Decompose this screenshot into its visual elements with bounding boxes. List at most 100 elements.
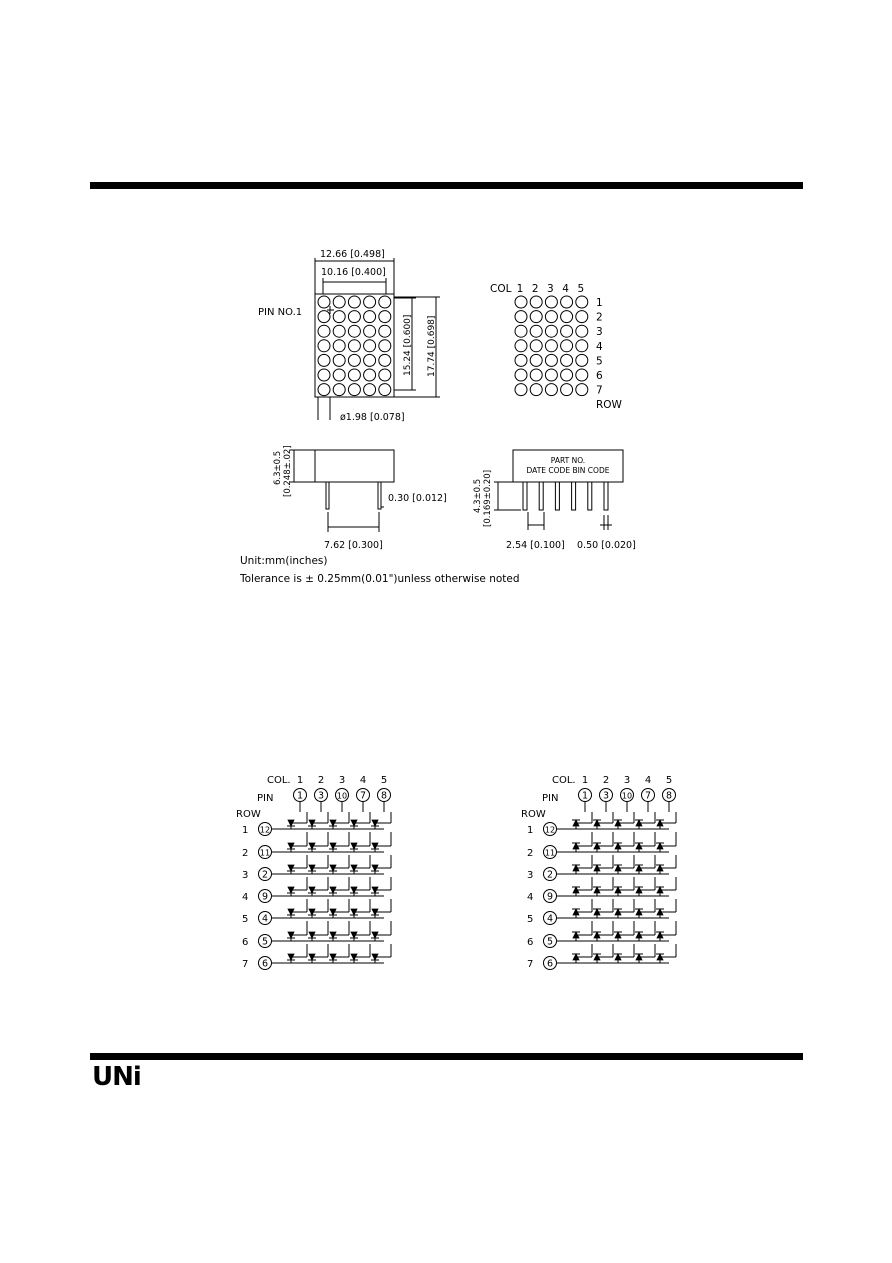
circuit-col-number: 3 [624, 775, 630, 786]
outline-dot-grid [317, 295, 392, 397]
row-pin-circle [543, 822, 557, 836]
row-pin-circle [258, 822, 272, 836]
outline-dot [378, 368, 392, 382]
pin-no1-label: PIN NO.1 [258, 307, 302, 318]
circuit-row-number: 5 [242, 914, 248, 925]
side-view [290, 449, 395, 532]
unit-note: Unit:mm(inches) [240, 555, 328, 567]
outline-dot [317, 353, 331, 367]
outline-dot [317, 339, 331, 353]
row-pin-number: 5 [547, 937, 553, 948]
circuit-col-number: 3 [339, 775, 345, 786]
led-diode [350, 931, 358, 939]
row-pin-number: 9 [547, 892, 553, 903]
front-dim-pitch: 2.54 [0.100] [506, 540, 565, 551]
led-diode [287, 886, 295, 894]
row-pin-circle [543, 867, 557, 881]
circuit-row-number: 5 [527, 914, 533, 925]
led-diode [350, 886, 358, 894]
col-pin-number: 3 [318, 791, 324, 802]
outline-dot [378, 353, 392, 367]
col-pin-number: 1 [582, 791, 588, 802]
circuit-pin-label: PIN [257, 793, 273, 804]
matrix-dot [544, 368, 558, 382]
led-diode [287, 864, 295, 872]
matrix-dot-grid [514, 295, 589, 397]
led-diode [329, 842, 337, 850]
outline-dot [347, 368, 361, 382]
matrix-dot [514, 368, 528, 382]
side-dim-height: 6.3±0.5 [273, 451, 283, 485]
matrix-col-number: 4 [562, 283, 569, 295]
front-pin [538, 481, 544, 511]
col-pin-number: 8 [381, 791, 387, 802]
col-pin-circle [620, 788, 634, 802]
led-diode [329, 886, 337, 894]
row-pin-circle [543, 889, 557, 903]
matrix-dot [575, 295, 589, 309]
circuit-col-label: COL. [552, 775, 576, 786]
col-pin-circle [599, 788, 613, 802]
circuit-col-number: 1 [582, 775, 588, 786]
led-diode [329, 819, 337, 827]
front-dim-height: 4.3±0.5 [473, 479, 483, 513]
led-diode [371, 953, 379, 961]
row-pin-number: 4 [262, 914, 268, 925]
col-pin-number: 7 [360, 791, 366, 802]
matrix-dot [529, 324, 543, 338]
row-pin-number: 12 [545, 826, 555, 835]
col-pin-circle [356, 788, 370, 802]
matrix-dot [544, 324, 558, 338]
matrix-dot [544, 339, 558, 353]
circuit-row-number: 2 [242, 848, 248, 859]
col-pin-circle [578, 788, 592, 802]
dim-height-inner: 15.24 [0.600] [403, 315, 413, 376]
outline-dot [363, 339, 377, 353]
circuit-col-number: 5 [381, 775, 387, 786]
circuit-row-label: ROW [236, 809, 261, 820]
matrix-row-label: ROW [596, 399, 623, 411]
col-pin-number: 1 [297, 791, 303, 802]
outline-dot [332, 324, 346, 338]
front-pin [603, 481, 609, 511]
circuit-col-number: 5 [666, 775, 672, 786]
row-pin-number: 6 [547, 959, 553, 970]
dim-width: 12.66 [0.498] [320, 249, 385, 260]
circuit-row-number: 4 [527, 892, 533, 903]
led-diode [308, 842, 316, 850]
matrix-dot [529, 353, 543, 367]
outline-dot [332, 339, 346, 353]
led-diode [287, 908, 295, 916]
matrix-dot [560, 339, 574, 353]
led-diode [371, 819, 379, 827]
outline-dot [347, 310, 361, 324]
outline-dot [363, 310, 377, 324]
front-pin [587, 481, 593, 511]
matrix-dot [514, 310, 528, 324]
led-diode [371, 842, 379, 850]
circuit-col-label: COL. [267, 775, 291, 786]
outline-dot [347, 383, 361, 397]
matrix-dot [575, 368, 589, 382]
matrix-dot [544, 383, 558, 397]
led-diode [329, 931, 337, 939]
circuit-row-number: 2 [527, 848, 533, 859]
matrix-row-number: 5 [596, 355, 603, 367]
matrix-dot [575, 310, 589, 324]
row-pin-circle [258, 934, 272, 948]
col-pin-number: 7 [645, 791, 651, 802]
matrix-dot [514, 353, 528, 367]
led-diode [329, 908, 337, 916]
top-rule [90, 182, 803, 189]
led-diode [287, 931, 295, 939]
circuit-col-number: 2 [603, 775, 609, 786]
circuit-row-number: 1 [242, 825, 248, 836]
outline-dot [378, 310, 392, 324]
matrix-dot [514, 383, 528, 397]
side-dim-pin: 0.30 [0.012] [388, 493, 447, 504]
outline-dot [347, 295, 361, 309]
matrix-dot [514, 295, 528, 309]
